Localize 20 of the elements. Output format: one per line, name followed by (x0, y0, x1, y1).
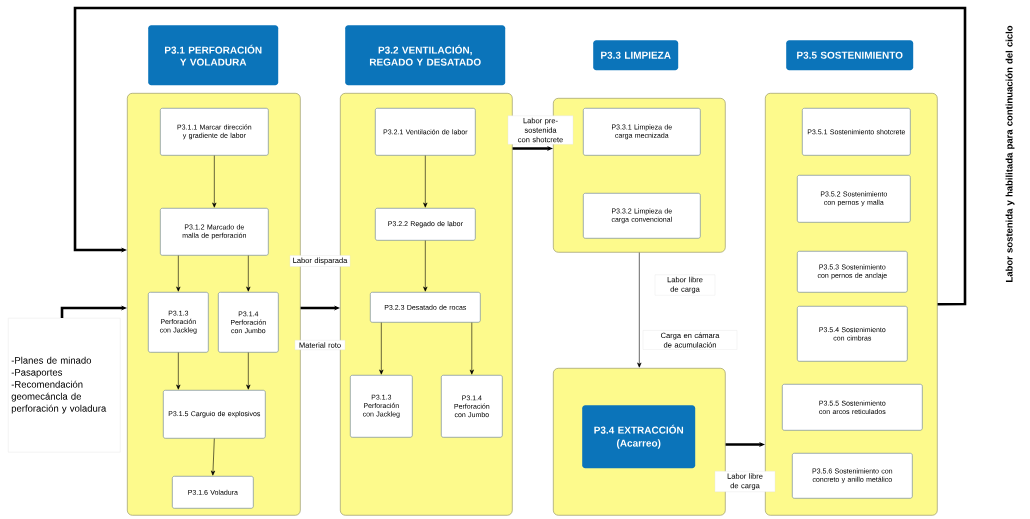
arrow (73, 6, 967, 306)
input-box: -Planes de minado -Pasaportes -Recomendación geomecáncla de perforación y voladura (8, 318, 121, 453)
section-header: P3.3 LIMPIEZA (593, 40, 679, 71)
section-header: P3.5 SOSTENIMIENTO (786, 40, 914, 71)
section-header: P3.1 PERFORACIÓN Y VOLADURA (148, 25, 279, 86)
section-header: P3.2 VENTILACIÓN, REGADO Y DESATADO (345, 25, 506, 86)
arrow (210, 438, 216, 476)
arrow (246, 352, 251, 390)
arrow (246, 255, 251, 292)
process-box: P3.4 EXTRACCIÓN (Acarreo) (582, 405, 696, 469)
arrow (176, 352, 181, 390)
arrow (60, 305, 127, 318)
arrow (176, 255, 181, 292)
arrow (379, 322, 384, 375)
arrow (212, 155, 217, 208)
arrow (423, 240, 428, 292)
arrow (423, 155, 428, 208)
flow-label: Labor sostenida y habilitada para continuación del ciclo (1002, 17, 1018, 291)
arrow (469, 322, 474, 375)
arrow (637, 252, 642, 368)
